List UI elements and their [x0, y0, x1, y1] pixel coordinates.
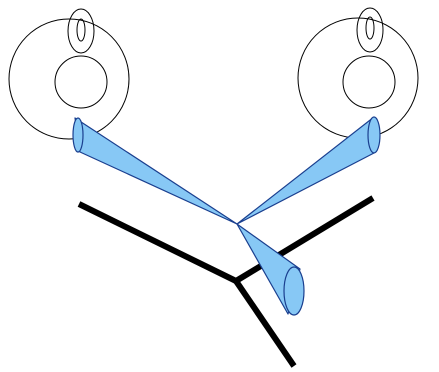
left-beam-cone	[75, 118, 237, 224]
right-beam-aperture	[368, 117, 380, 153]
right-inner-circle	[343, 56, 395, 108]
left-observer	[9, 9, 129, 139]
left-outer-circle	[9, 19, 129, 139]
lower-beam-aperture	[284, 267, 304, 315]
beams	[73, 117, 380, 315]
axis-line-left	[79, 204, 236, 281]
axis-lines	[79, 198, 373, 366]
right-top-eye-icon	[357, 8, 383, 52]
right-observer	[298, 8, 418, 138]
right-outer-circle	[298, 18, 418, 138]
left-top-eye-icon	[68, 9, 94, 53]
left-beam	[73, 118, 237, 224]
left-beam-aperture	[73, 118, 83, 152]
left-inner-circle	[55, 56, 107, 108]
